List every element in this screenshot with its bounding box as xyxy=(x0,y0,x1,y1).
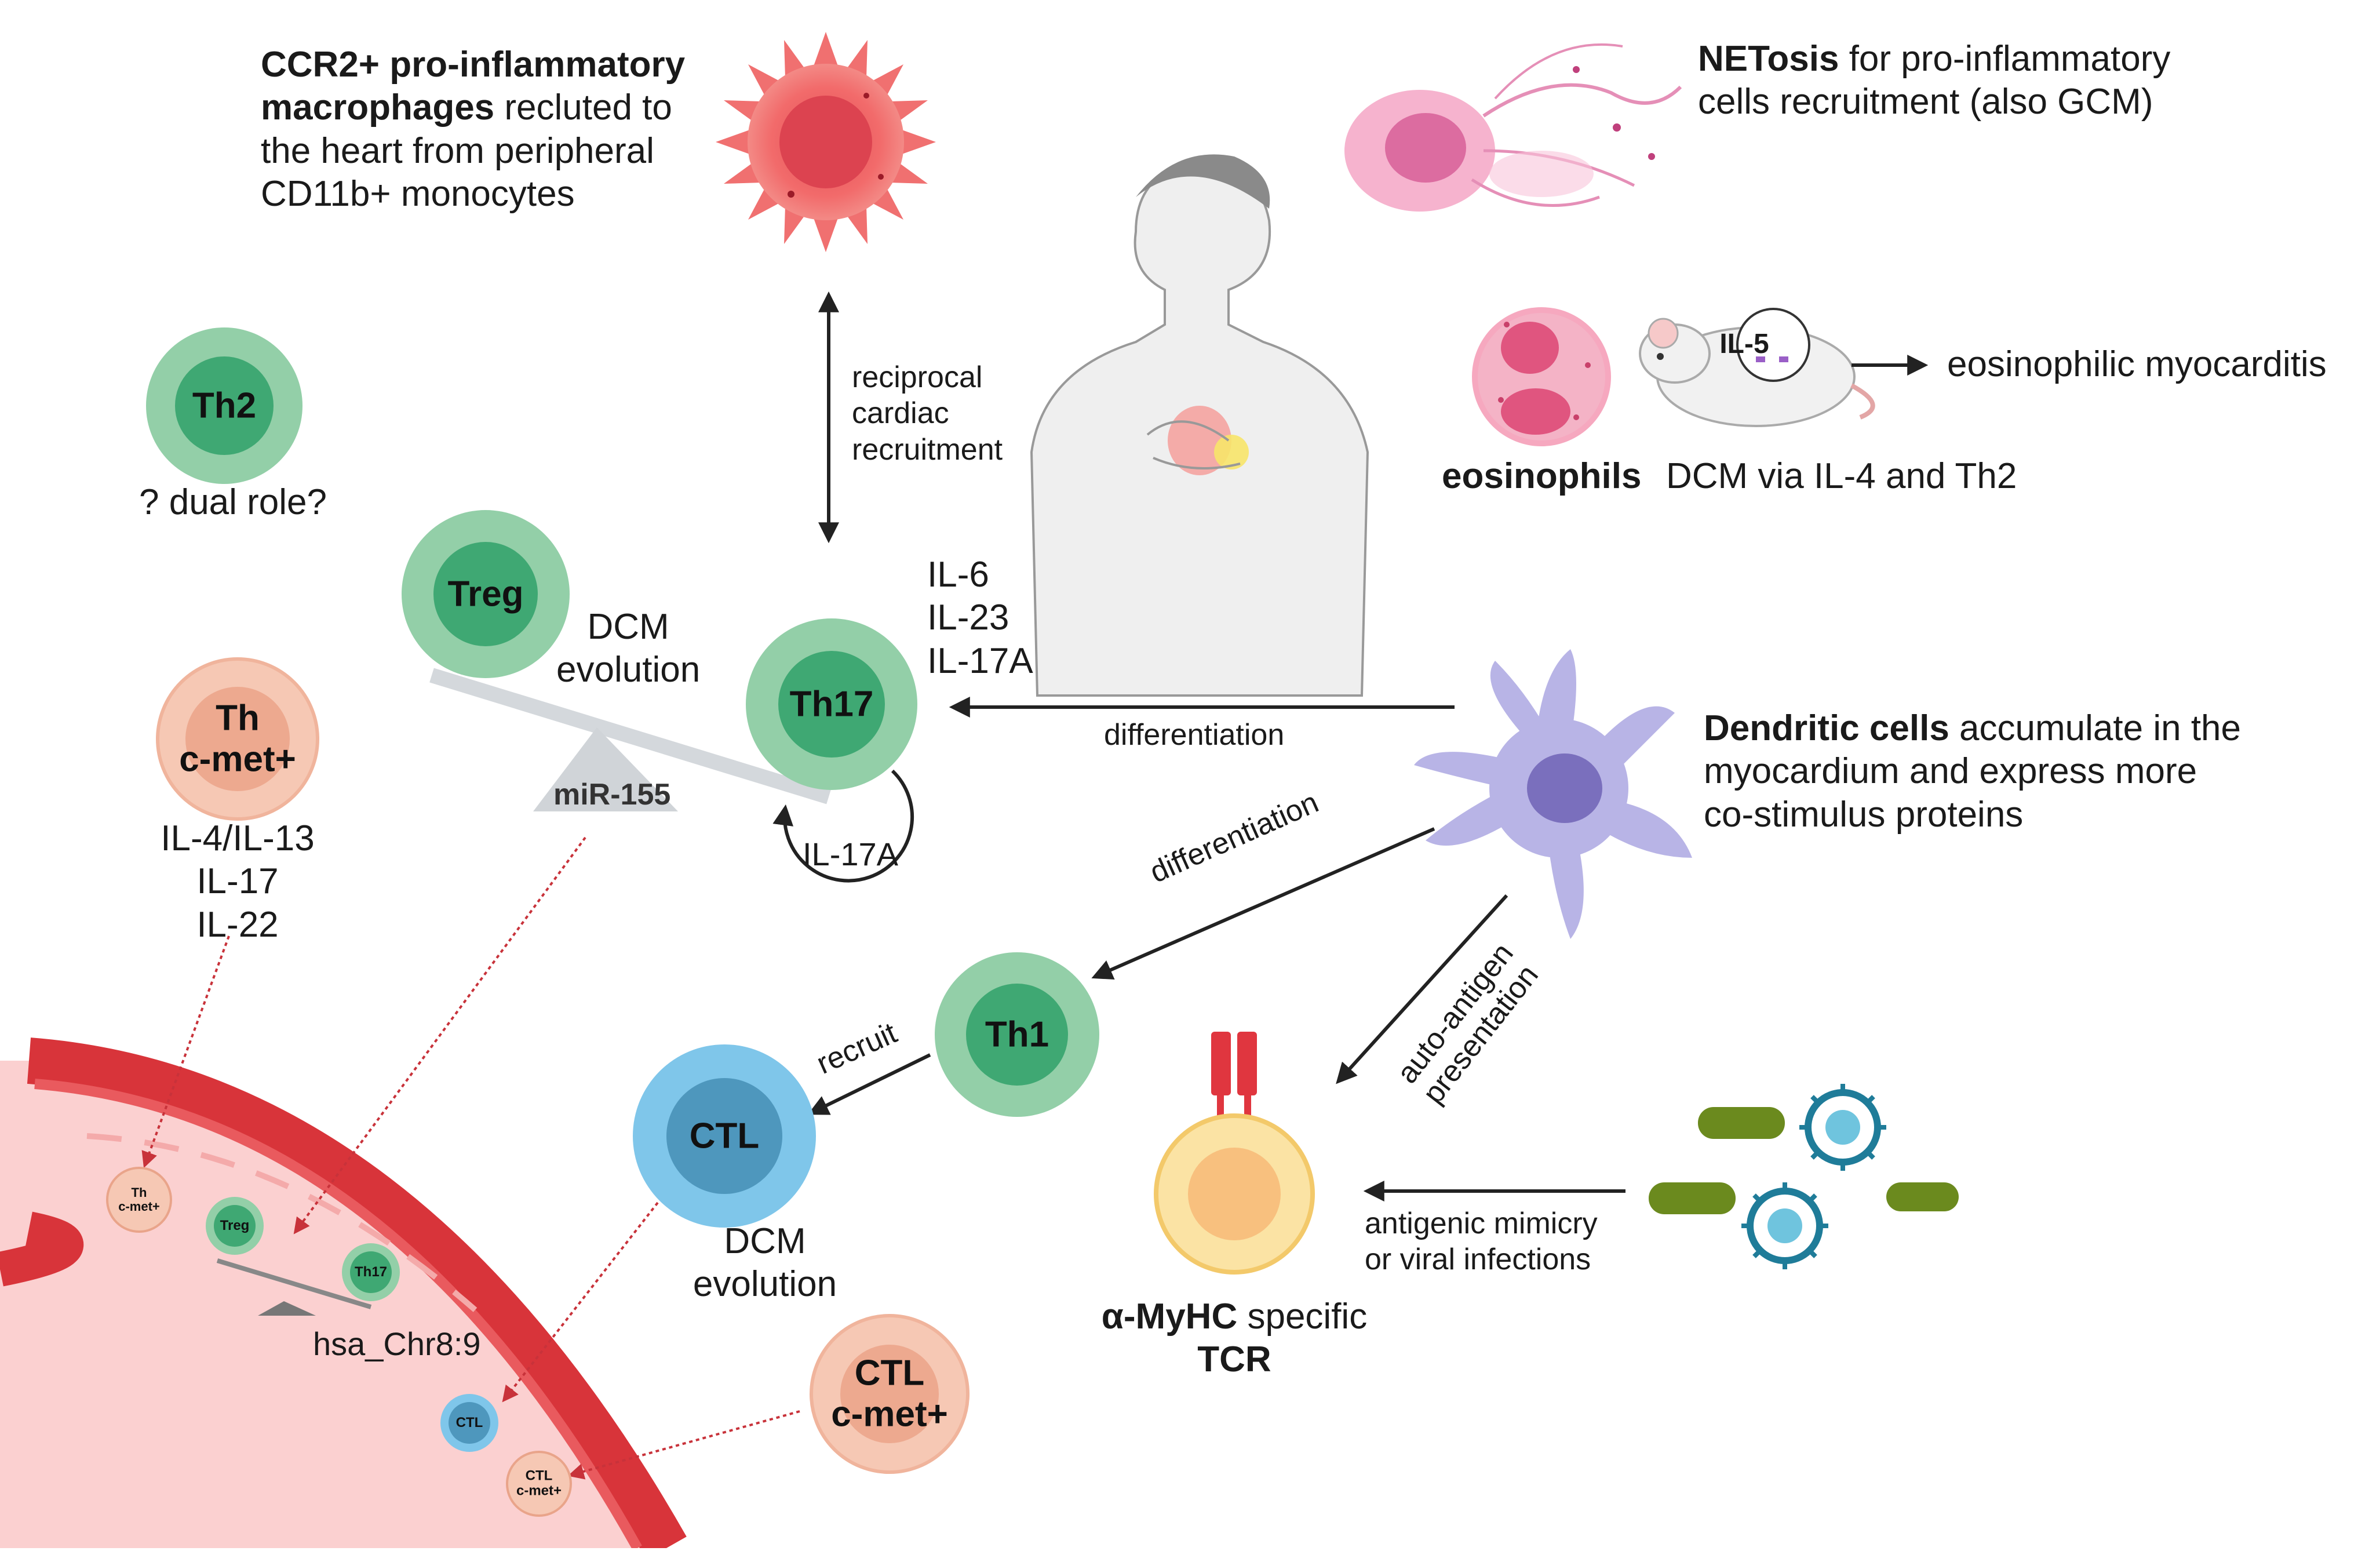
dendritic-line2: myocardium and express more xyxy=(1704,751,2197,792)
arrow-balance-to-vessel xyxy=(293,836,586,1235)
vessel-ctl-cmet-label: CTL c-met+ xyxy=(516,1468,562,1499)
vessel-th-cmet-cell xyxy=(106,1167,172,1233)
balance-pivot xyxy=(533,727,678,811)
reciprocal-label: reciprocal cardiac recruitment xyxy=(852,359,1003,468)
il17a-loop-label: IL-17A xyxy=(803,836,898,872)
th1-name: Th1 xyxy=(985,1014,1049,1055)
th-cmet-line2: c-met+ xyxy=(179,740,296,780)
tcr-cell xyxy=(1154,1032,1315,1275)
dendritic-cell-icon xyxy=(1414,649,1692,939)
macrophage-line3: the heart from peripheral xyxy=(261,130,654,171)
recruit-arrow xyxy=(807,1053,931,1115)
cytokine-il23: IL-23 xyxy=(927,598,1009,638)
il5-badge xyxy=(1736,308,1810,382)
vessel-ctl-label: CTL xyxy=(455,1415,483,1430)
differentiation-label-1: differentiation xyxy=(1104,718,1285,752)
reciprocal-line2: cardiac xyxy=(852,396,949,431)
macrophage-title-2: macrophages xyxy=(261,88,495,128)
ctl-name: CTL xyxy=(689,1116,760,1156)
il17a-loop-arrow xyxy=(772,769,914,883)
virus-icon xyxy=(1741,1084,1886,1269)
macrophage-label: CCR2+ pro-inflammatory macrophages reclu… xyxy=(261,43,685,216)
reciprocal-line1: reciprocal xyxy=(852,361,983,394)
netosis-title: NETosis xyxy=(1698,39,1839,79)
auto-antigen-arrow xyxy=(1336,894,1508,1084)
tcr-bold2: TCR xyxy=(1197,1339,1271,1380)
eosinophilic-myocarditis-label: eosinophilic myocarditis xyxy=(1947,344,2327,384)
dendritic-label: Dendritic cells accumulate in the myocar… xyxy=(1704,707,2241,836)
dcm-top-label: DCM evolution xyxy=(556,606,700,692)
th2-name: Th2 xyxy=(192,385,257,426)
vessel-th-cmet-line2: c-met+ xyxy=(118,1199,160,1214)
vessel-treg-label: Treg xyxy=(220,1218,250,1233)
dcm-top-line2: evolution xyxy=(556,650,701,690)
mimicry-line1: antigenic mimicry xyxy=(1365,1207,1598,1240)
macrophage-line4: CD11b+ monocytes xyxy=(261,174,575,214)
cytokine-il6: IL-6 xyxy=(927,555,989,595)
human-figure-icon xyxy=(1030,154,1369,697)
dendritic-line3: co-stimulus proteins xyxy=(1704,794,2024,835)
dcm-bottom-line1: DCM xyxy=(724,1221,806,1261)
treg-name: Treg xyxy=(447,574,524,614)
netosis-icon xyxy=(1344,43,1682,212)
arrow-ctlcmet-to-vessel xyxy=(567,1410,800,1480)
th2-caption: ? dual role? xyxy=(139,482,327,522)
macrophage-icon xyxy=(716,32,936,252)
il5-label: IL-5 xyxy=(1719,329,1769,359)
tcr-bold1: α-MyHC xyxy=(1101,1297,1238,1337)
ctl-cmet-line1: CTL xyxy=(854,1353,925,1393)
netosis-label: NETosis for pro-inflammatory cells recru… xyxy=(1698,38,2170,124)
mimicry-line2: or viral infections xyxy=(1365,1243,1591,1277)
macrophage-title: CCR2+ pro-inflammatory xyxy=(261,45,686,85)
ctl-cmet-line2: c-met+ xyxy=(831,1395,948,1435)
balance-beam xyxy=(429,668,831,804)
th-cmet-line1: Th xyxy=(216,698,260,738)
vessel-balance-pivot xyxy=(258,1301,316,1316)
ctl-cmet-name: CTL c-met+ xyxy=(831,1353,948,1436)
differentiation-arrow-th1 xyxy=(1091,827,1435,980)
vessel-th-cmet-line1: Th xyxy=(131,1185,147,1200)
reciprocal-line3: recruitment xyxy=(852,432,1003,467)
mimicry-label: antigenic mimicry or viral infections xyxy=(1365,1206,1598,1278)
dendritic-rest: accumulate in the xyxy=(1949,708,2241,748)
eosinophils-label: eosinophils xyxy=(1442,456,1642,496)
dcm-top-line1: DCM xyxy=(587,607,669,647)
vessel-th-cmet-label: Th c-met+ xyxy=(118,1185,160,1214)
th-cmet-il17: IL-17 xyxy=(196,861,279,902)
th-cmet-il4: IL-4/IL-13 xyxy=(161,818,315,858)
th-cmet-cytokines: IL-4/IL-13 IL-17 IL-22 xyxy=(161,817,314,946)
vessel-ctl-cmet-line1: CTL xyxy=(525,1468,553,1484)
arrow-thcmet-to-vessel xyxy=(141,935,230,1168)
mir155-label: miR-155 xyxy=(553,778,671,811)
vessel-th17-label: Th17 xyxy=(354,1264,388,1280)
cytokines-label: IL-6 IL-23 IL-17A xyxy=(927,554,1033,683)
macrophage-line2: recluted to xyxy=(494,88,672,128)
netosis-rest: for pro-inflammatory xyxy=(1839,39,2171,79)
dcm-il4-label: DCM via IL-4 and Th2 xyxy=(1666,456,2017,496)
vessel-chr-label: hsa_Chr8:9 xyxy=(313,1326,481,1362)
dcm-bottom-label: DCM evolution xyxy=(693,1220,837,1306)
dendritic-title: Dendritic cells xyxy=(1704,708,1949,748)
vessel-ctl-cmet-cell xyxy=(506,1451,572,1517)
th-cmet-il22: IL-22 xyxy=(196,904,279,945)
vessel-balance-beam xyxy=(216,1258,372,1309)
mouse-icon xyxy=(1639,308,1875,427)
eosinophil-icon xyxy=(1472,307,1611,446)
th-cmet-name: Th c-met+ xyxy=(179,698,296,781)
dcm-bottom-line2: evolution xyxy=(693,1264,837,1305)
bacteria-icon xyxy=(1649,1107,1959,1214)
th17-name: Th17 xyxy=(789,684,874,724)
tcr-label: α-MyHC specific TCR xyxy=(1102,1295,1367,1382)
netosis-line2: cells recruitment (also GCM) xyxy=(1698,82,2153,122)
tcr-rest: specific xyxy=(1237,1297,1368,1337)
cytokine-il17a: IL-17A xyxy=(927,640,1033,681)
vessel-ctl-cmet-line2: c-met+ xyxy=(516,1483,562,1499)
